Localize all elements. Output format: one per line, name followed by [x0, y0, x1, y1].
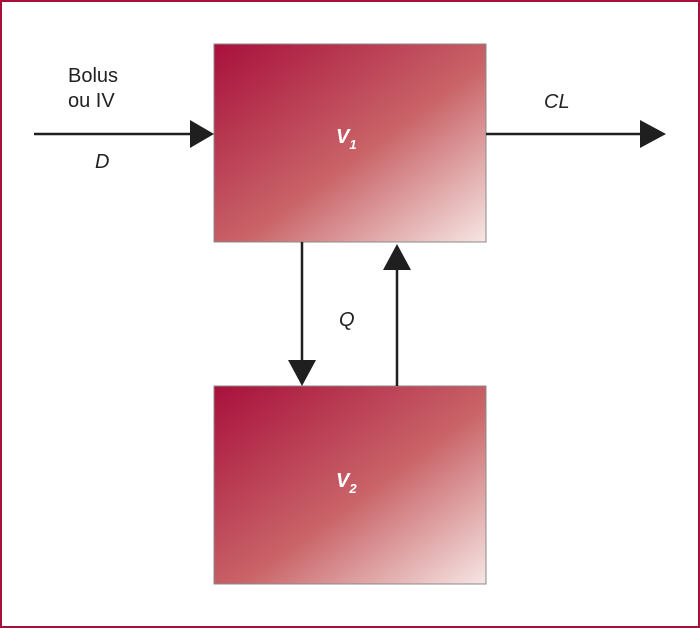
- transfer-arrow-up: [383, 244, 411, 386]
- input-label-bolus: Bolus: [68, 65, 118, 87]
- clearance-label: CL: [544, 91, 570, 113]
- intercompartmental-clearance-label: Q: [339, 309, 355, 331]
- input-label-route: ou IV: [68, 90, 115, 112]
- input-arrow: [34, 120, 214, 148]
- dose-label: D: [95, 151, 109, 173]
- compartment-1-label: V1: [336, 126, 357, 152]
- compartment-2-label: V2: [336, 470, 357, 496]
- compartment-1-box: [213, 43, 487, 243]
- compartment-2-box: [213, 385, 487, 585]
- transfer-arrow-down: [288, 242, 316, 386]
- clearance-arrow: [486, 120, 666, 148]
